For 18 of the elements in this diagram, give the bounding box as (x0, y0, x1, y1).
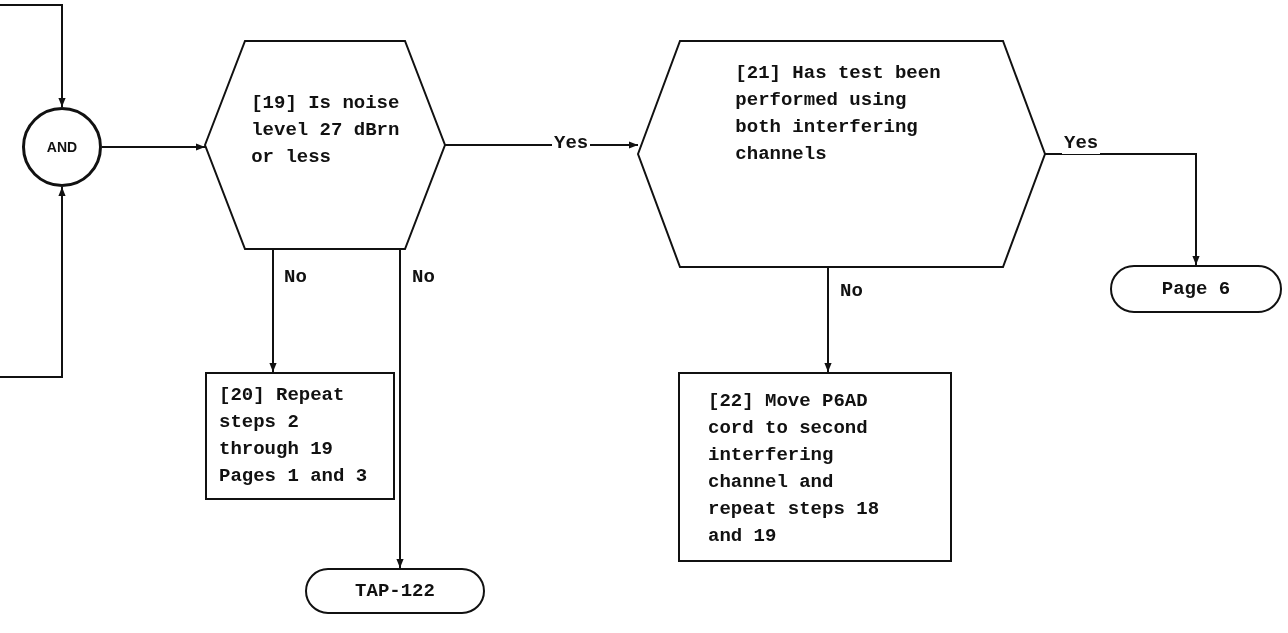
process-box (678, 372, 952, 562)
arrow (101, 143, 206, 151)
arrow (0, 186, 66, 378)
node-text: [21] Has test been performed using both interfering channels (735, 61, 942, 167)
terminal-box (305, 568, 485, 614)
node-text: TAP-122 (355, 578, 435, 604)
node-text: [22] Move P6AD cord to second interfering channel and repeat steps 18 and 19 (708, 389, 881, 549)
arrow (824, 267, 832, 373)
terminal-box (1110, 265, 1282, 313)
node-text: [19] Is noise level 27 dBrn or less (251, 90, 401, 170)
arrow (396, 249, 404, 569)
process-box (205, 372, 395, 500)
arrow (0, 4, 66, 108)
node-text: [20] Repeat steps 2 through 19 Pages 1 and 3 (219, 383, 369, 489)
arrow (269, 249, 277, 373)
arrow (1044, 153, 1200, 266)
node-text: Page 6 (1161, 276, 1231, 302)
node-text: AND (46, 137, 78, 157)
